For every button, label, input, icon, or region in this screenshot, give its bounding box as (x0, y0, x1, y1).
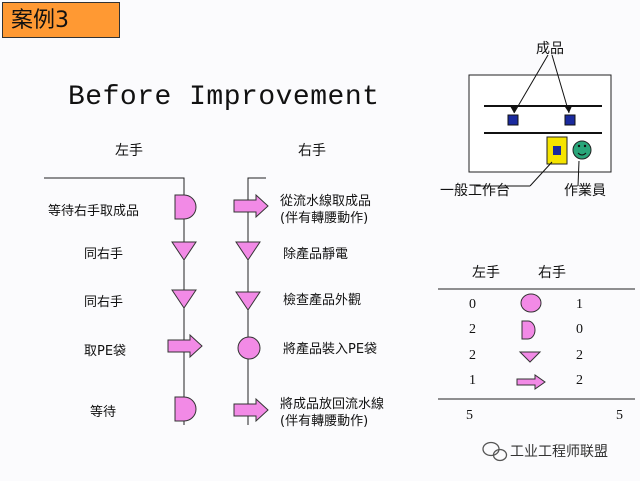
product-arrowhead-2 (565, 106, 572, 113)
right-operation-symbol (237, 336, 261, 360)
right-inspection-symbol-1 (235, 241, 261, 261)
right-step-5-line1: 將成品放回流水線 (280, 397, 385, 412)
workplace-frame (468, 74, 612, 173)
right-step-5: 將成品放回流水線 (伴有轉腰動作) (280, 396, 384, 430)
summary-delay-symbol (521, 320, 536, 340)
product-arrowhead-1 (510, 106, 517, 113)
summary-row2-left: 2 (469, 322, 476, 337)
left-flow-line (44, 177, 185, 425)
right-step-1-line1: 從流水線取成品 (280, 194, 372, 209)
right-step-1-line2: (伴有轉腰動作) (280, 211, 369, 226)
right-step-5-line2: (伴有轉腰動作) (280, 414, 369, 429)
worker-mouth (577, 152, 587, 156)
summary-row1-left: 0 (469, 297, 476, 312)
workbench-product (553, 146, 561, 155)
product-item-2 (564, 114, 576, 126)
left-step-2: 同右手 (84, 247, 124, 262)
left-inspection-symbol-1 (171, 241, 197, 261)
left-hand-header: 左手 (115, 143, 143, 159)
right-step-3: 檢查產品外觀 (283, 293, 362, 308)
right-step-2: 除產品靜電 (283, 247, 349, 262)
worker-label: 作業員 (564, 183, 606, 199)
right-step-1: 從流水線取成品 (伴有轉腰動作) (280, 193, 371, 227)
right-transport-symbol-2 (233, 397, 269, 423)
worker-eye-left (577, 144, 581, 148)
left-inspection-symbol-2 (171, 289, 197, 309)
summary-transport-symbol (516, 374, 546, 390)
right-step-4: 將產品裝入PE袋 (283, 342, 378, 357)
case-tag: 案例3 (2, 2, 120, 38)
summary-row4-left: 1 (469, 373, 476, 388)
summary-row1-right: 1 (576, 297, 583, 312)
summary-row4-right: 2 (576, 373, 583, 388)
left-step-5: 等待 (90, 405, 117, 420)
right-hand-header: 右手 (298, 143, 326, 159)
worker-eye-right (583, 144, 587, 148)
summary-total-left: 5 (466, 408, 473, 423)
product-pointer-2 (551, 54, 570, 114)
watermark-text: 工业工程师联盟 (510, 444, 608, 460)
summary-row3-right: 2 (576, 348, 583, 363)
right-transport-symbol-1 (233, 193, 269, 219)
right-inspection-symbol-2 (235, 291, 261, 311)
summary-row2-right: 0 (576, 322, 583, 337)
worker-pointer (577, 160, 580, 187)
left-step-3: 同右手 (84, 295, 124, 310)
product-label: 成品 (536, 41, 564, 57)
page-title: Before Improvement (68, 82, 380, 113)
left-step-1: 等待右手取成品 (48, 204, 140, 219)
left-delay-symbol-1 (174, 194, 197, 220)
product-item-1 (507, 114, 519, 126)
left-step-4: 取PE袋 (84, 344, 127, 359)
summary-inspection-symbol (518, 351, 542, 363)
workbench-pointer (529, 161, 553, 187)
summary-total-right: 5 (616, 408, 623, 423)
left-transport-symbol (167, 333, 203, 359)
summary-right-header: 右手 (538, 265, 566, 281)
summary-left-header: 左手 (472, 265, 500, 281)
workbench-label: 一般工作台 (440, 183, 510, 199)
product-pointer-1 (513, 54, 549, 114)
left-delay-symbol-2 (174, 396, 197, 422)
summary-row3-left: 2 (469, 348, 476, 363)
summary-operation-symbol (520, 293, 542, 313)
worker-icon (572, 140, 592, 160)
